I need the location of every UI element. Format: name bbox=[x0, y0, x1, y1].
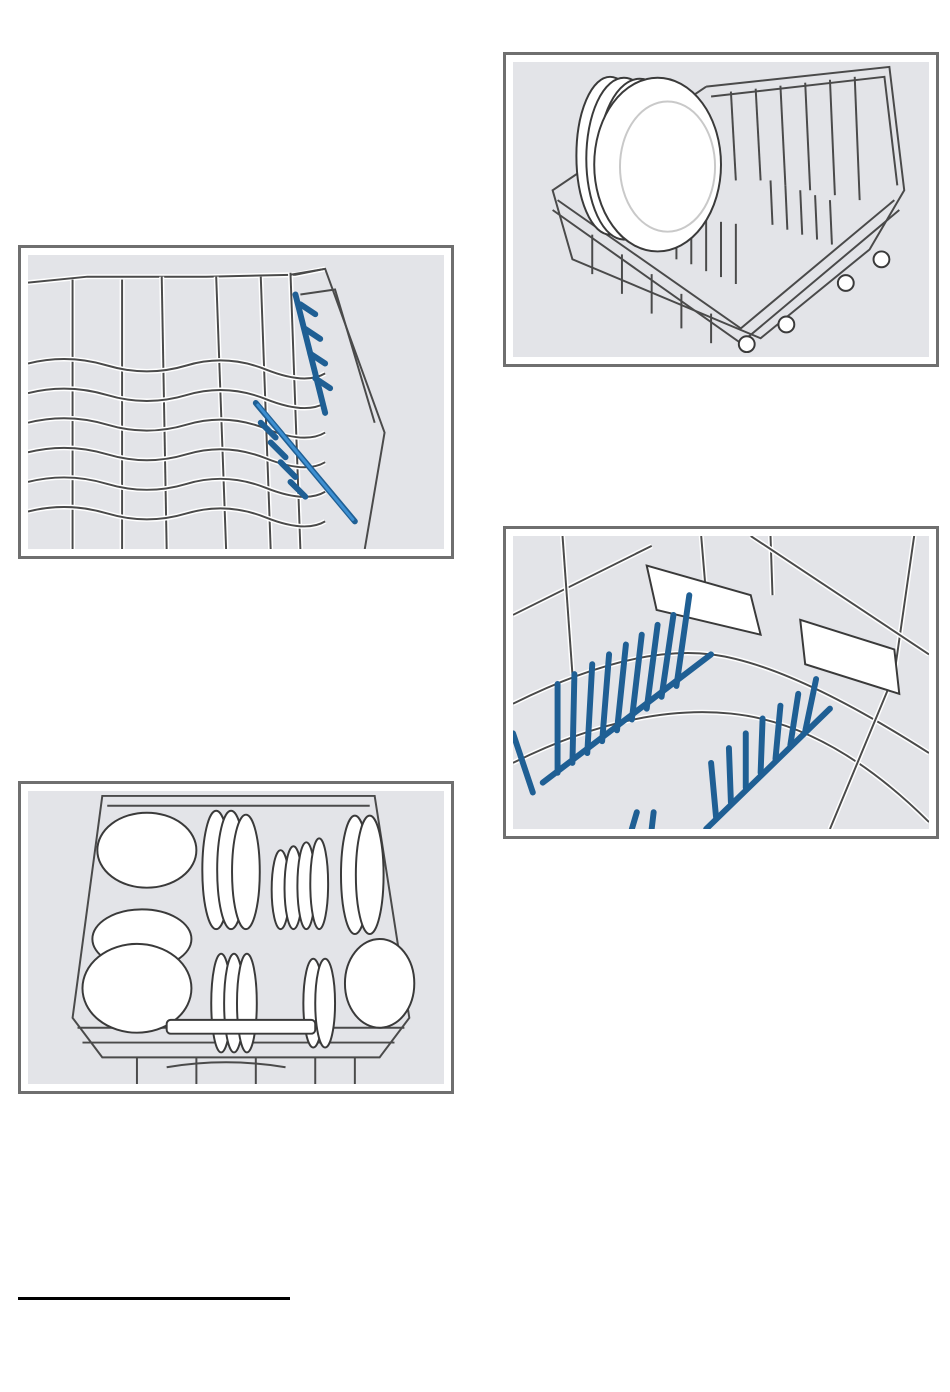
figure-fold-down-tines bbox=[503, 526, 939, 839]
lower-basket-loaded-illustration bbox=[28, 791, 444, 1084]
fold-down-tines-illustration bbox=[513, 536, 929, 829]
figure-lower-basket bbox=[18, 781, 454, 1094]
cutlery-rack-illustration bbox=[28, 255, 444, 549]
figure-cutlery-rack bbox=[18, 245, 454, 559]
footnote-separator-rule bbox=[18, 1297, 290, 1300]
figure-upper-basket bbox=[503, 52, 939, 367]
upper-basket-with-plates-illustration bbox=[513, 62, 929, 357]
